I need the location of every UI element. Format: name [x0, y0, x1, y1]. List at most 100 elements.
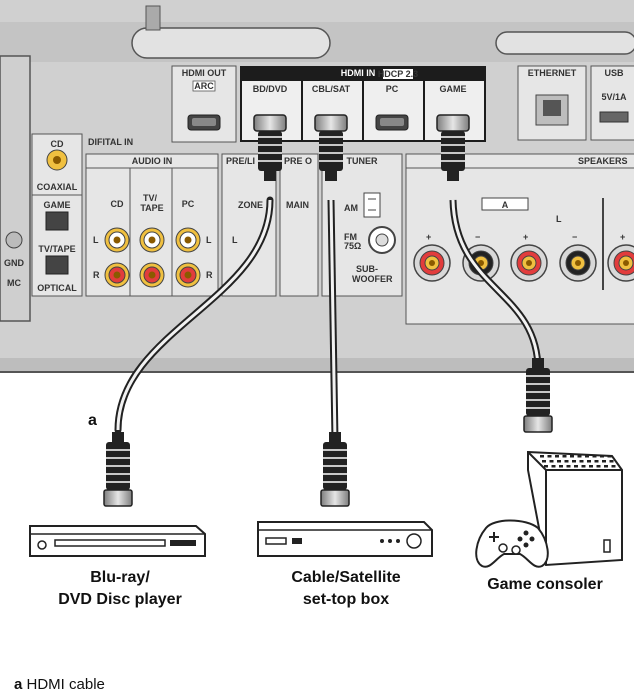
- rca-jack[interactable]: [139, 262, 165, 288]
- vent-slot: [585, 455, 589, 458]
- audio-l-label: L: [93, 235, 99, 245]
- mc-label: MC: [7, 278, 21, 288]
- zone-label: ZONE: [238, 200, 263, 210]
- speaker-binding-post[interactable]: [607, 244, 634, 282]
- game-console-device: [475, 450, 623, 568]
- hdmi-in-cbl-sat-label: CBL/SAT: [312, 84, 351, 94]
- rca-jack[interactable]: [104, 262, 130, 288]
- speaker-l-label: L: [556, 214, 562, 224]
- vent-slot: [577, 455, 582, 458]
- speaker-binding-post[interactable]: [462, 244, 500, 282]
- optical-tv-port[interactable]: [45, 255, 69, 275]
- coax-cd-label: CD: [51, 139, 64, 149]
- game-controller-icon: [475, 519, 549, 568]
- hdmi-plug[interactable]: [253, 114, 287, 181]
- network-section: ETHERNET USB 5V/1A: [517, 65, 634, 141]
- hdmi-plug[interactable]: [320, 432, 350, 507]
- vent-slot: [557, 460, 561, 463]
- speaker-posts: [413, 244, 634, 282]
- bluray-label-line1: Blu-ray/: [90, 569, 150, 586]
- am-terminal[interactable]: [363, 192, 381, 218]
- console-vents: [540, 455, 616, 468]
- rca-jack[interactable]: [175, 262, 201, 288]
- audio-tape-label: TAPE: [140, 203, 163, 213]
- set-top-box-label-line1: Cable/Satellite: [291, 569, 401, 586]
- audio-in-label: AUDIO IN: [132, 156, 173, 166]
- vent-slot: [551, 465, 556, 468]
- hdmi-in-bd-dvd-label: BD/DVD: [253, 84, 288, 94]
- rca-jack[interactable]: [104, 227, 130, 253]
- optical-tv-label: TV/TAPE: [38, 244, 75, 254]
- usb-port[interactable]: [599, 111, 629, 123]
- coaxial-label: COAXIAL: [37, 182, 78, 192]
- zone-l-label: L: [232, 235, 238, 245]
- vent-slot: [607, 455, 612, 458]
- speaker-binding-post[interactable]: [510, 244, 548, 282]
- vent-slot: [547, 455, 552, 458]
- vent-slot: [611, 465, 616, 468]
- vent-slot: [600, 455, 604, 458]
- main-label: MAIN: [286, 200, 309, 210]
- hdmi-out-section: HDMI OUT ARC: [171, 65, 237, 143]
- vent-slot: [544, 465, 548, 468]
- vent-slot: [594, 460, 599, 463]
- cable-bd-dvd-core: [116, 199, 272, 431]
- vent-slot: [564, 460, 569, 463]
- set-top-box-device: [257, 521, 433, 557]
- vent-slot: [596, 465, 601, 468]
- hdmi-in-game-label: GAME: [440, 84, 467, 94]
- cable-cbl-sat-core: [329, 199, 337, 441]
- vent-slot: [562, 455, 567, 458]
- hdmi-cables: [103, 114, 553, 507]
- arc-label: ARC: [194, 81, 214, 91]
- hdmi-plug[interactable]: [523, 358, 553, 433]
- usb-rating-label: 5V/1A: [601, 92, 627, 102]
- vent-slot: [589, 465, 593, 468]
- vent-slot: [579, 460, 584, 463]
- caption-text: HDMI cable: [26, 676, 105, 693]
- pre-li-label: PRE/LI: [226, 156, 255, 166]
- sub-label: SUB-: [356, 264, 378, 274]
- hdmi-out-label: HDMI OUT: [182, 68, 227, 78]
- spk-minus-1: −: [475, 232, 480, 242]
- digital-in-section: DIFITAL IN CD COAXIAL GAME TV/TAPE OPTIC…: [4, 133, 133, 297]
- hdmi-plug[interactable]: [314, 114, 348, 181]
- antenna-bar: [131, 27, 331, 59]
- rca-jack[interactable]: [175, 227, 201, 253]
- set-top-box-label-line2: set-top box: [302, 591, 390, 608]
- speakers-label: SPEAKERS: [578, 156, 628, 166]
- speaker-binding-post[interactable]: [559, 244, 597, 282]
- audio-pc-label: PC: [182, 199, 195, 209]
- hdmi-plug[interactable]: [436, 114, 470, 181]
- vent-slot: [581, 465, 586, 468]
- audio-pc-r-label: R: [206, 270, 213, 280]
- vent-slot: [604, 465, 608, 468]
- speakers-section: SPEAKERS A L + − + − +: [405, 153, 634, 325]
- caption: a HDMI cable: [14, 676, 105, 693]
- hdmi-in-pc-label: PC: [386, 84, 399, 94]
- vent-slot: [555, 455, 559, 458]
- spk-plus-2: +: [523, 232, 528, 242]
- fm-label: FM: [344, 232, 357, 242]
- rca-jack[interactable]: [139, 227, 165, 253]
- hdcp-label: HDCP 2.3: [378, 69, 418, 79]
- audio-tv-label: TV/: [143, 193, 158, 203]
- optical-game-label: GAME: [44, 200, 71, 210]
- optical-label: OPTICAL: [37, 283, 77, 293]
- vent-slot: [570, 455, 574, 458]
- digital-in-label: DIFITAL IN: [88, 137, 133, 147]
- hdmi-plugs: [103, 114, 553, 507]
- speaker-binding-post[interactable]: [413, 244, 451, 282]
- cable-game-core: [451, 199, 540, 371]
- vent-slot: [602, 460, 606, 463]
- bluray-label-line2: DVD Disc player: [58, 591, 182, 608]
- bluray-player-device: [29, 525, 206, 557]
- set-top-box-label: Cable/Satellite set-top box: [258, 567, 434, 611]
- vent-slot: [592, 455, 597, 458]
- gnd-terminal: [5, 231, 23, 249]
- vent-slot: [566, 465, 571, 468]
- optical-game-port[interactable]: [45, 211, 69, 231]
- hdmi-plug[interactable]: [103, 432, 133, 507]
- usb-label: USB: [604, 68, 624, 78]
